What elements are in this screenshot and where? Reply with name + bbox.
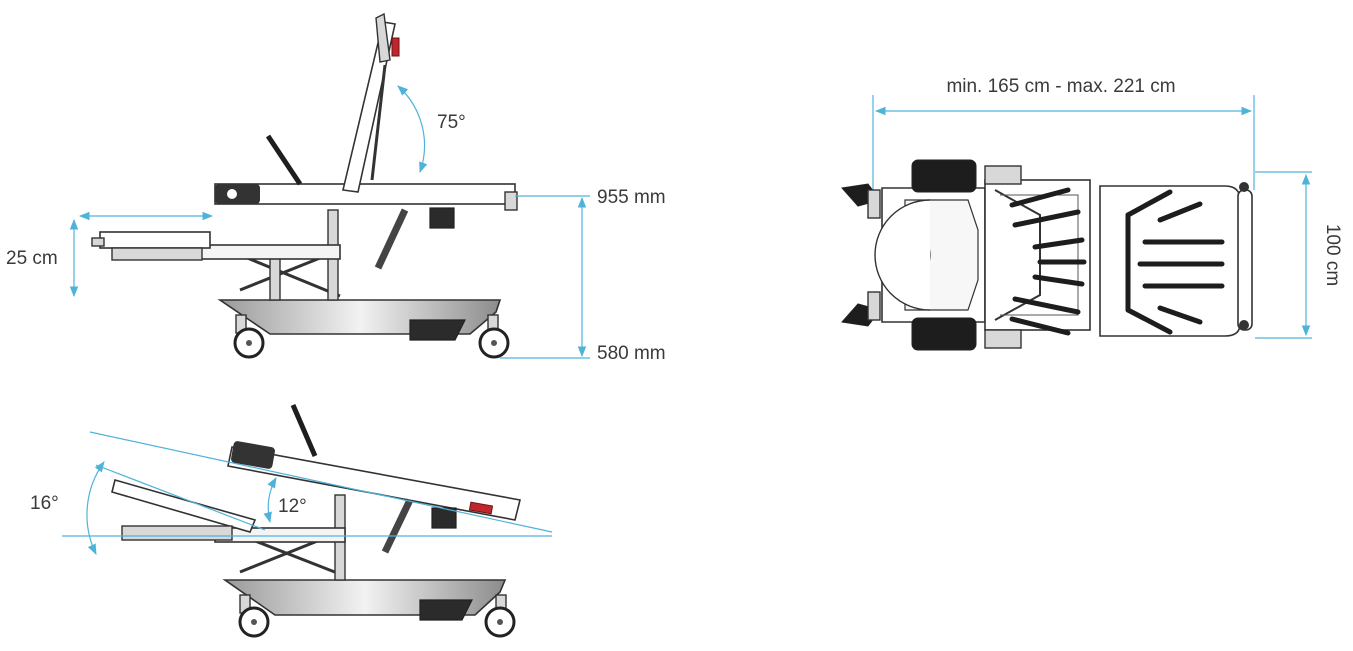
wheel-rear bbox=[478, 314, 510, 359]
seat-frame bbox=[199, 244, 341, 260]
leg-pad-upper bbox=[911, 159, 977, 193]
label-max-height: 955 mm bbox=[597, 187, 666, 208]
side-view-tilted: 16° 12° bbox=[30, 404, 553, 638]
label-width: 100 cm bbox=[1322, 224, 1343, 286]
top-view: min. 165 cm - max. 221 cm 100 cm bbox=[841, 76, 1343, 351]
wheel-front-tilted bbox=[238, 594, 270, 638]
leg-rest-tilted bbox=[111, 479, 257, 533]
label-seat-tilt: 12° bbox=[278, 496, 307, 517]
wheel-front bbox=[233, 314, 265, 359]
leg-pad-lower bbox=[911, 317, 977, 351]
leg-rest bbox=[91, 231, 211, 261]
label-backrest-angle: 75° bbox=[437, 112, 466, 133]
backrest bbox=[342, 12, 400, 193]
seat-top bbox=[984, 179, 1091, 331]
seat-frame-tilted bbox=[227, 446, 521, 521]
label-min-height: 580 mm bbox=[597, 343, 666, 364]
label-leg-extension: 25 cm bbox=[6, 248, 58, 269]
wheel-rear-tilted bbox=[484, 594, 516, 638]
label-length-range: min. 165 cm - max. 221 cm bbox=[946, 76, 1175, 97]
label-leg-tilt: 16° bbox=[30, 493, 59, 514]
side-view-upright: 955 mm 580 mm 25 cm 75° bbox=[6, 12, 666, 364]
